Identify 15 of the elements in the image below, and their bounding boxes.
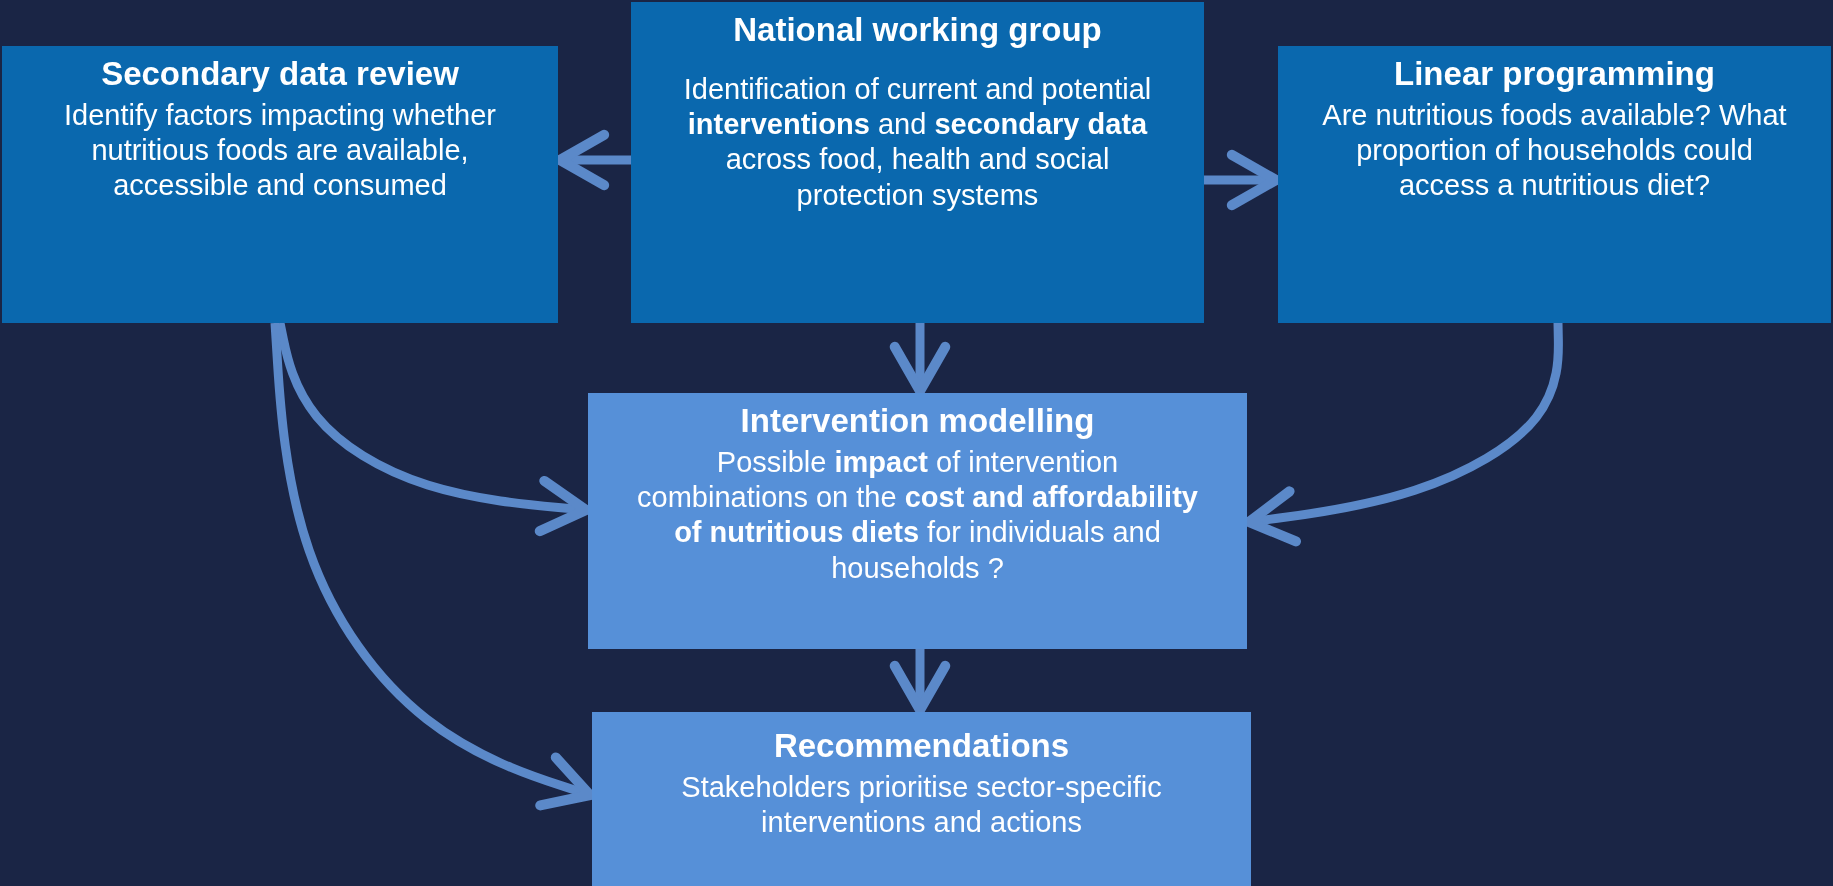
box-description: Identification of current and potential interventions and secondary data across food, health and social protection systems (682, 71, 1153, 213)
box-description: Stakeholders prioritise sector-specific interventions and actions (680, 769, 1163, 840)
process-box (2, 46, 558, 323)
box-description: Are nutritious foods available? What proportion of households could access a nutritious diet? (1321, 97, 1788, 204)
box-heading: Linear programming (1394, 54, 1715, 94)
process-box (592, 712, 1251, 886)
process-box (588, 393, 1247, 649)
box-heading: National working group (733, 10, 1102, 50)
box-heading: Recommendations (773, 726, 1070, 766)
process-box (1278, 46, 1831, 323)
box-heading: Intervention modelling (740, 401, 1095, 441)
process-box (631, 2, 1204, 323)
box-description: Identify factors impacting whether nutritious foods are available, accessible and consumed (63, 97, 497, 204)
box-heading: Secondary data review (101, 54, 459, 94)
box-description: Possible impact of intervention combinations on the cost and affordability of nutritious diets for individuals and households ? (636, 444, 1199, 586)
